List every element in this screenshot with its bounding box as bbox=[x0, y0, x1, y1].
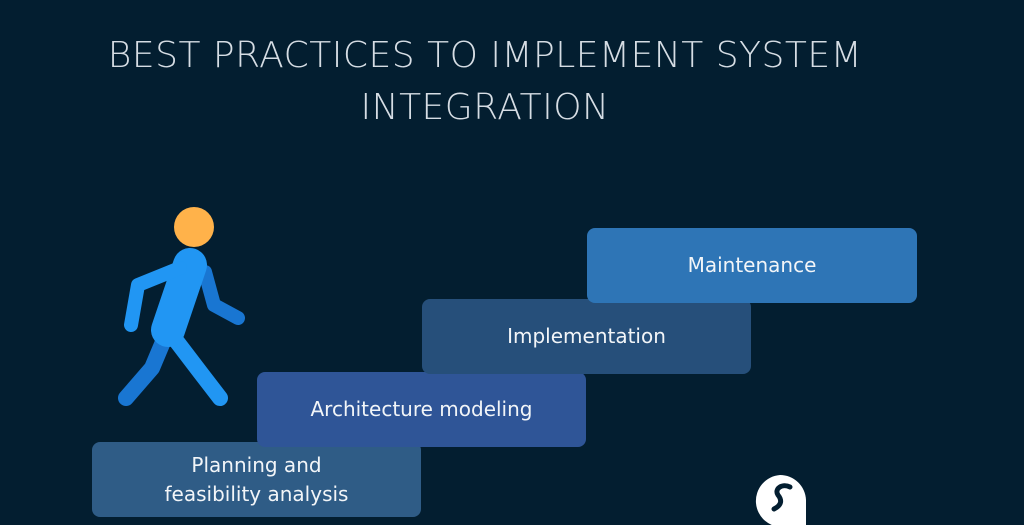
step-label: Architecture modeling bbox=[310, 397, 533, 421]
step-label: Maintenance bbox=[687, 253, 817, 277]
step-label-line1: Planning and bbox=[191, 452, 322, 477]
step-label: Implementation bbox=[507, 324, 666, 348]
page-title: BEST PRACTICES TO IMPLEMENT SYSTEM INTEG… bbox=[107, 35, 863, 128]
step-maintenance: Maintenance bbox=[587, 228, 917, 303]
step-label-line2: feasibility analysis bbox=[164, 481, 349, 506]
step-architecture: Architecture modeling bbox=[257, 372, 586, 447]
step-planning: Planning and feasibility analysis bbox=[92, 442, 421, 517]
step-implementation: Implementation bbox=[422, 299, 751, 374]
